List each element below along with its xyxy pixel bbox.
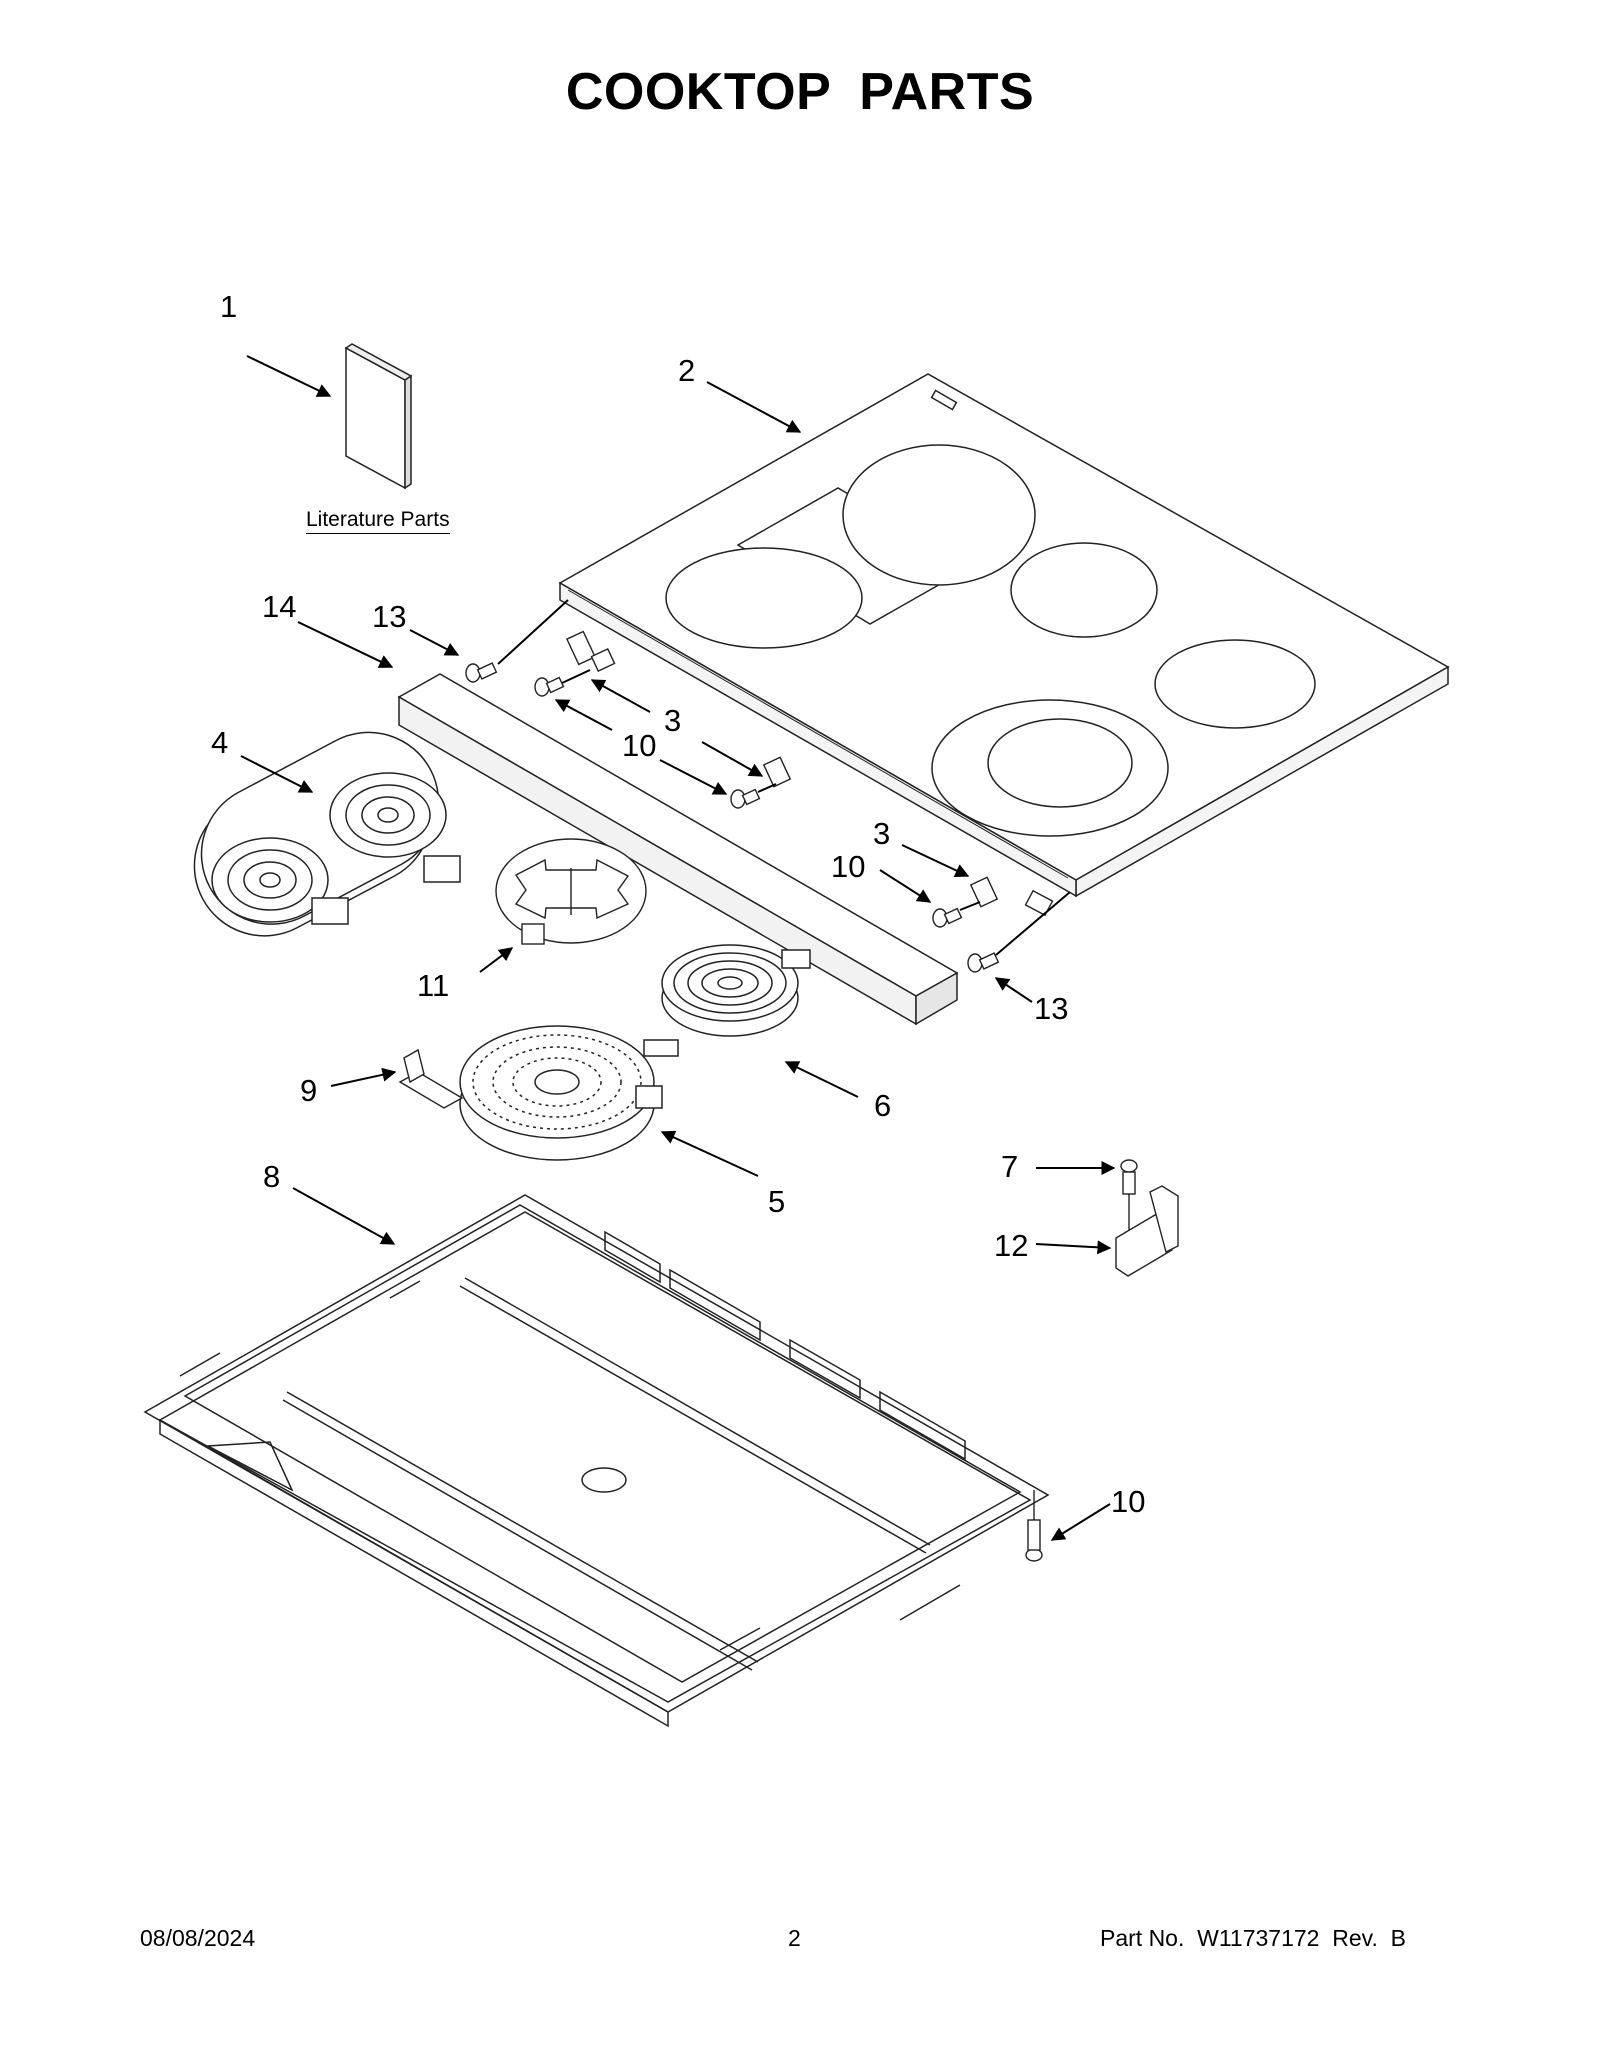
footer-part-number: Part No. W11737172 Rev. B xyxy=(1100,1925,1406,1951)
footer-page-number: 2 xyxy=(788,1925,801,1951)
callout-1: 1 xyxy=(220,289,238,324)
burner-box xyxy=(143,1194,1050,1728)
callout-10-lower: 10 xyxy=(1111,1484,1146,1519)
element-bracket xyxy=(398,1048,464,1109)
callout-14: 14 xyxy=(262,589,297,624)
callout-11: 11 xyxy=(417,968,450,1003)
literature-parts-label: Literature Parts xyxy=(306,508,450,534)
front-trim xyxy=(397,673,959,1026)
callout-3-lower: 3 xyxy=(873,816,891,851)
literature-booklet xyxy=(344,343,413,490)
callout-12: 12 xyxy=(994,1228,1029,1263)
small-radiant-element xyxy=(661,944,811,1037)
callout-3-upper: 3 xyxy=(664,703,682,738)
glass-cooktop xyxy=(558,373,1450,898)
callout-13-right: 13 xyxy=(1034,991,1069,1026)
large-radiant-element xyxy=(459,1025,679,1161)
callout-8: 8 xyxy=(263,1159,281,1194)
insulation-pad xyxy=(495,838,647,945)
page-title: COOKTOP PARTS xyxy=(565,63,1035,121)
callout-5: 5 xyxy=(768,1184,786,1219)
callout-2: 2 xyxy=(678,353,696,388)
screws xyxy=(465,662,1138,1562)
wire-bracket xyxy=(1115,1185,1179,1277)
callout-arrows xyxy=(240,355,1116,1541)
callout-7: 7 xyxy=(1001,1149,1019,1184)
footer-date: 08/08/2024 xyxy=(140,1925,256,1951)
callout-10-upper: 10 xyxy=(622,728,657,763)
dual-element xyxy=(193,731,461,937)
callout-9: 9 xyxy=(300,1073,318,1108)
callout-10-middle: 10 xyxy=(831,849,866,884)
callout-13-top: 13 xyxy=(372,599,407,634)
screw-leader-lines xyxy=(497,599,1130,1520)
mounting-clips xyxy=(565,630,1054,917)
callout-6: 6 xyxy=(874,1088,892,1123)
callout-4: 4 xyxy=(211,725,229,760)
